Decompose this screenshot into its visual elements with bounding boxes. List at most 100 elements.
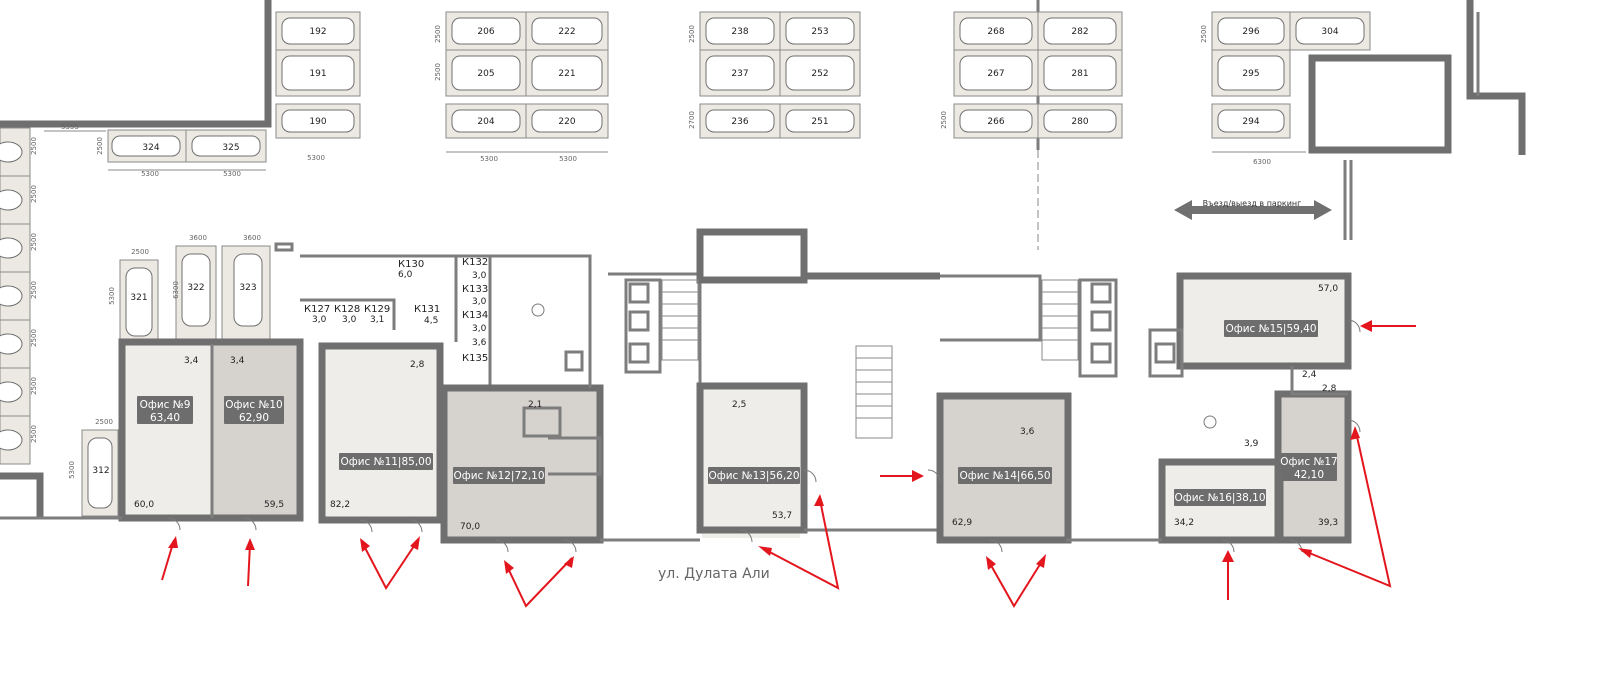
dim-label: 6300: [1253, 158, 1271, 166]
stairs: [661, 279, 1079, 439]
car-icon: [959, 55, 1033, 91]
dim-label: 2500: [434, 63, 442, 81]
door-icon: [1221, 539, 1235, 553]
dim-label: 2500: [30, 137, 38, 155]
arrowhead-icon: [1222, 550, 1234, 562]
storage-k132-name: К132: [462, 257, 488, 268]
wall-wc-12: [522, 406, 562, 438]
office-12-floor: [446, 388, 598, 540]
office-9-room-area: 60,0: [134, 500, 154, 510]
wall-lift-block: [608, 272, 702, 386]
car-icon: [531, 109, 603, 133]
spot-number: 282: [1071, 27, 1088, 37]
stair-left: [661, 279, 699, 361]
wall-lift-2: [1078, 278, 1118, 378]
arrow-icon: [361, 539, 419, 590]
elevator-icon: [1090, 310, 1112, 332]
spot-number: 222: [558, 27, 575, 37]
arrowhead-icon: [168, 536, 178, 548]
office-15-room-area: 57,0: [1318, 284, 1338, 294]
door-icon: [739, 529, 753, 543]
office-12-label-box: [453, 467, 545, 484]
office-9-area: 63,40: [150, 412, 180, 424]
dim-label: 5300: [68, 461, 76, 479]
car-icon: [87, 437, 113, 509]
car-icon: [281, 109, 355, 133]
dim-label: 3600: [243, 234, 261, 242]
car-icon: [705, 17, 775, 45]
office-10-floor: [212, 344, 298, 518]
wall-core-top: [696, 228, 808, 284]
office-12-room-area: 70,0: [460, 522, 480, 532]
wc-area: 2,8: [1322, 384, 1337, 394]
dim-label: 2500: [30, 425, 38, 443]
car-icon: [785, 17, 855, 45]
spot-number: 253: [811, 27, 828, 37]
arrowhead-icon: [1036, 554, 1046, 568]
office-13-label-box: [708, 467, 800, 484]
arrow-icon: [1301, 431, 1392, 588]
double-arrow-icon: [1174, 200, 1332, 220]
street-name: ул. Дулата Али: [658, 566, 770, 582]
dim-label: 2700: [688, 111, 696, 129]
storage-k135-name: К135: [462, 353, 488, 364]
car-icon: [959, 109, 1033, 133]
car-icon: [705, 55, 775, 91]
left-parking-column: 2500 2500 2500 2500 2500 2500 2500: [0, 127, 38, 465]
dim-label: 5355: [61, 123, 79, 131]
wc-area: 3,9: [1244, 439, 1259, 449]
office-17-title: Офис №17: [1280, 456, 1337, 468]
wall-stroller-room: [490, 254, 592, 388]
column: [274, 242, 294, 252]
stroller-icon: [531, 303, 545, 317]
dim-label: 2500: [30, 185, 38, 203]
parking-spots: 1921911902062052042222212202382372362532…: [275, 11, 1371, 139]
dim-label: 2500: [30, 281, 38, 299]
car-icon: [1043, 109, 1117, 133]
elevator-icon: [1090, 342, 1112, 364]
storage-k129-name: К129: [364, 304, 390, 315]
parking-entry: Въезд/выезд в паркинг: [1174, 160, 1353, 240]
car-icon: [125, 267, 153, 337]
office-9-floor: [124, 344, 212, 518]
arrowhead-icon: [245, 538, 255, 550]
arrowhead-icon: [986, 556, 996, 570]
arrowhead-icon: [1360, 320, 1372, 332]
wall-office-12-inner: [548, 436, 602, 476]
car-icon: [111, 135, 181, 157]
arrowhead-icon: [360, 538, 370, 552]
door-icon: [989, 539, 1003, 553]
storage-k127-area: 3,0: [312, 315, 327, 325]
storage-k135-area: 3,6: [472, 338, 487, 348]
office-13-room-area: 53,7: [772, 511, 792, 521]
office-17-room-area: 39,3: [1318, 518, 1338, 528]
office-16-title: Офис №16|38,10: [1174, 492, 1265, 504]
dim-label: 5300: [559, 155, 577, 163]
spot-number: 268: [987, 27, 1004, 37]
elevator-icon: [628, 342, 650, 364]
arrow-icon: [761, 499, 840, 590]
dim-label: 2500: [95, 418, 113, 426]
office-labels: Офис №9 63,40 60,0 Офис №10 62,90 59,5 О…: [134, 284, 1338, 532]
office-11-room-area: 82,2: [330, 500, 350, 510]
office-11-title: Офис №11|85,00: [340, 456, 431, 468]
storage-k131-name: К131: [414, 304, 440, 315]
dim-label: 2500: [131, 248, 149, 256]
wc-area: 2,1: [528, 400, 542, 410]
car-icon: [0, 429, 23, 451]
dim-label: 3600: [189, 234, 207, 242]
spot-number: 294: [1242, 117, 1259, 127]
office-15-title: Офис №15|59,40: [1225, 323, 1316, 335]
car-icon: [531, 55, 603, 91]
elevator-icon: [564, 350, 584, 372]
arrow-icon: [505, 557, 573, 608]
storage-k130-name: К130: [398, 259, 424, 270]
car-icon: [0, 141, 23, 163]
spot-number: 238: [731, 27, 748, 37]
spot-number: 205: [477, 69, 494, 79]
storage-k134-name: К134: [462, 310, 488, 321]
dim-label: 2500: [434, 25, 442, 43]
storage-k133-area: 3,0: [472, 297, 487, 307]
dim-label: 2500: [1200, 25, 1208, 43]
